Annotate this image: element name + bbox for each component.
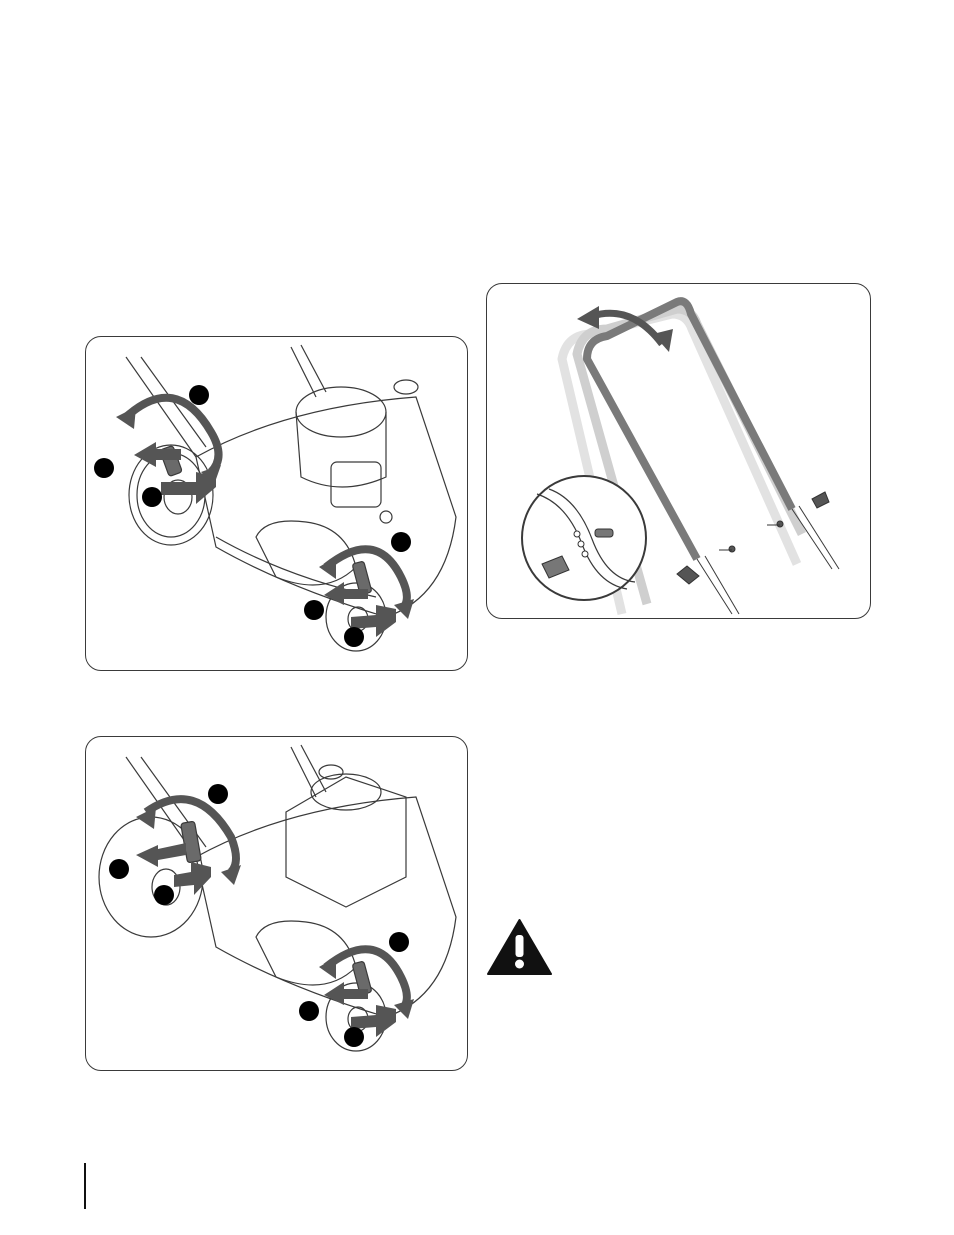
mower-wheel-illustration-2 bbox=[86, 737, 468, 1071]
figure-handle-adjust bbox=[486, 283, 871, 619]
warning-triangle-icon bbox=[486, 918, 553, 976]
mower-wheel-illustration-1 bbox=[86, 337, 468, 671]
figure-wheel-height-adjust-1 bbox=[85, 336, 468, 671]
figure-wheel-height-adjust-2 bbox=[85, 736, 468, 1071]
page-footer-rule bbox=[84, 1163, 86, 1209]
mower-handle-illustration bbox=[487, 284, 871, 619]
